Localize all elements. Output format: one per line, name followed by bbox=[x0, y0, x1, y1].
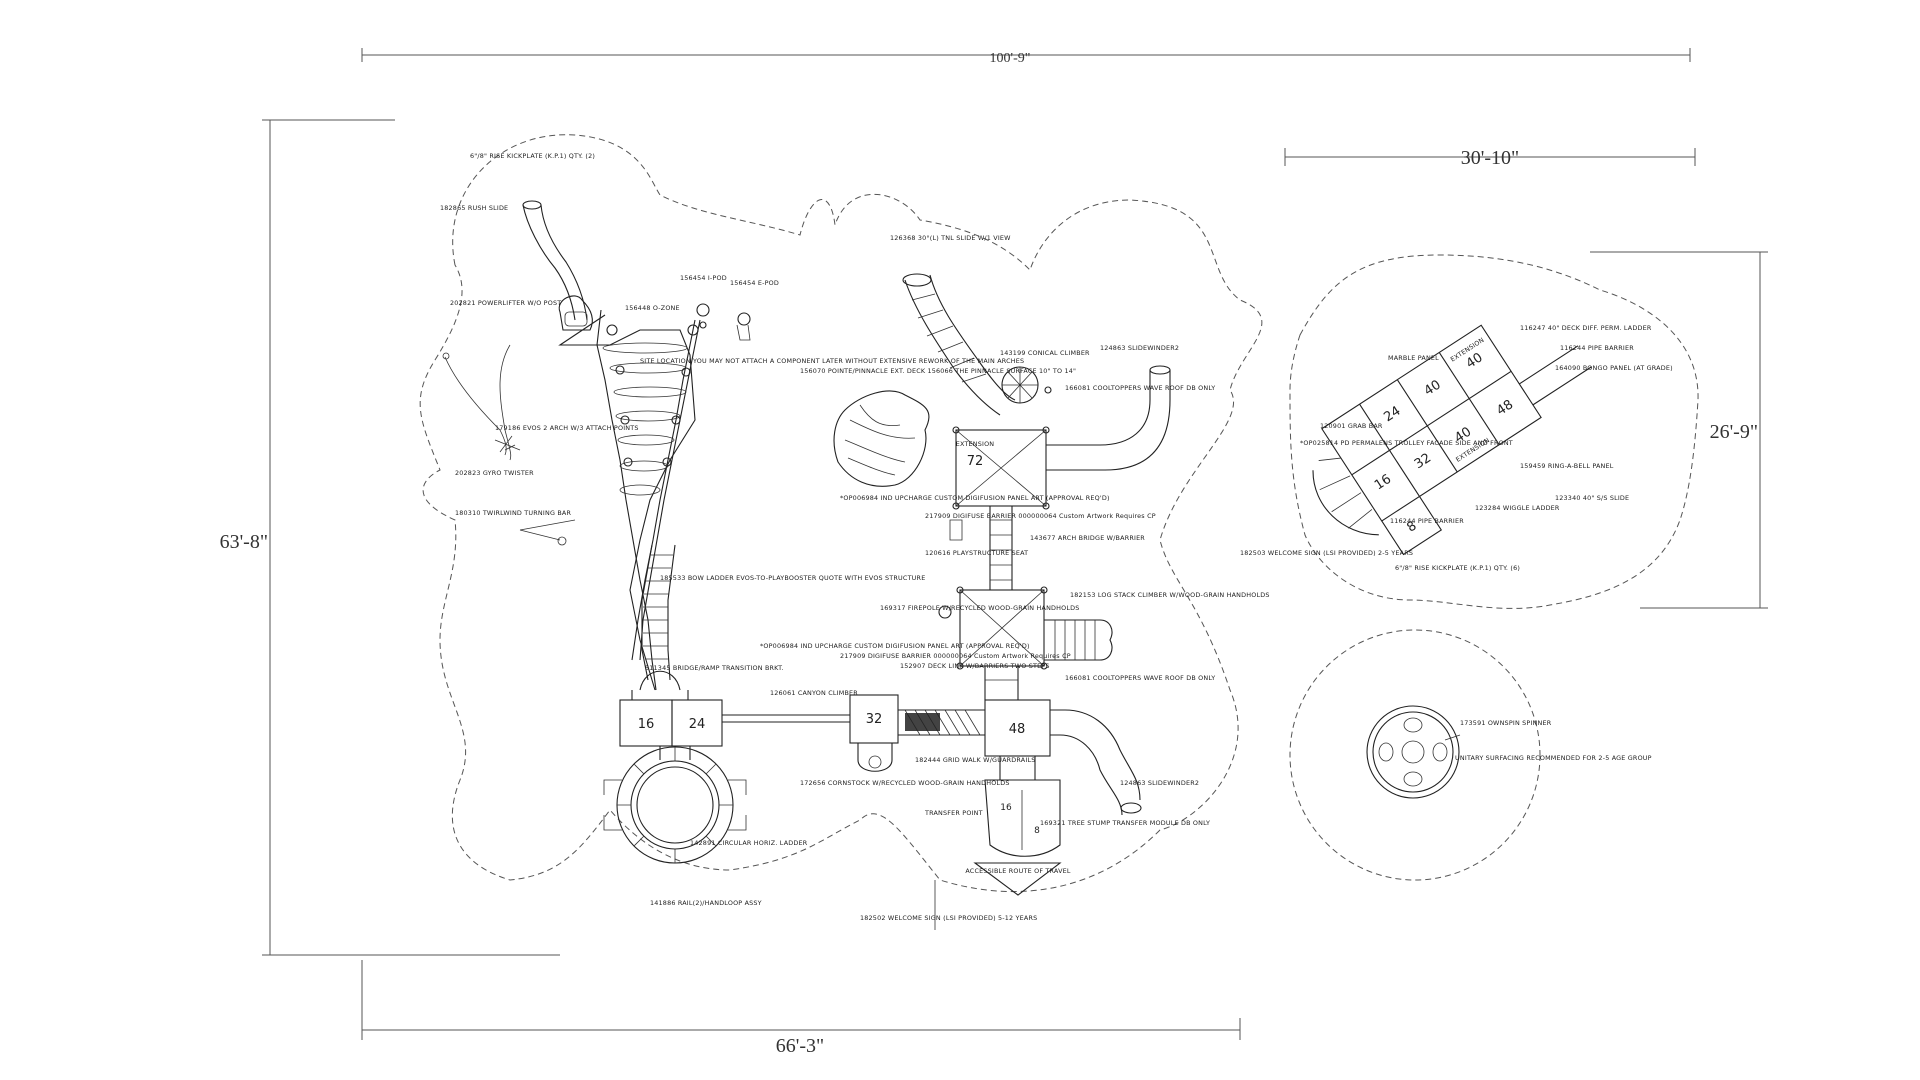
label-ind-upcharge-a: *OP006984 IND UPCHARGE CUSTOM DIGIFUSION… bbox=[840, 494, 1110, 502]
label-kickplate-top: 6"/8" RISE KICKPLATE (K.P.1) QTY. (2) bbox=[470, 152, 595, 160]
deck-16-left: 16 bbox=[638, 717, 655, 732]
label-grid-walk: 182444 GRID WALK W/GUARDRAILS bbox=[915, 756, 1035, 764]
dim-right-height: 26'-9" bbox=[1710, 421, 1758, 443]
label-circular: 142891 CIRCULAR HORIZ. LADDER bbox=[690, 839, 808, 847]
pinnacle-climber bbox=[833, 390, 930, 487]
label-ind-upcharge-b: *OP006984 IND UPCHARGE CUSTOM DIGIFUSION… bbox=[760, 642, 1030, 650]
label-unitary: UNITARY SURFACING RECOMMENDED FOR 2-5 AG… bbox=[1455, 754, 1652, 762]
label-grab-bar: 120901 GRAB BAR bbox=[1320, 422, 1383, 430]
accessible-route-label: ACCESSIBLE ROUTE OF TRAVEL bbox=[965, 867, 1071, 875]
label-gyro-twister: 202823 GYRO TWISTER bbox=[455, 469, 534, 477]
deck-r48: 48 bbox=[1494, 397, 1516, 419]
spinner-use-zone bbox=[1289, 629, 1541, 881]
deck-r32: 32 bbox=[1412, 451, 1434, 473]
label-epod: 156454 E-POD bbox=[730, 279, 779, 287]
label-ring-a-bell: 159459 RING-A-BELL PANEL bbox=[1520, 462, 1614, 470]
dimension-lines: 100'-9" 63'-8" 66'-3" 30'-10" 26'-9" bbox=[220, 48, 1768, 1057]
deck-8-low: 8 bbox=[1034, 826, 1040, 836]
callout-labels: 6"/8" RISE KICKPLATE (K.P.1) QTY. (2) 18… bbox=[440, 152, 1673, 922]
ladder-rungs bbox=[602, 342, 688, 496]
label-cornstock: 172656 CORNSTOCK W/RECYCLED WOOD-GRAIN H… bbox=[800, 779, 1010, 787]
label-twirlwind: 180310 TWIRLWIND TURNING BAR bbox=[455, 509, 571, 517]
label-wiggle-ladder: 123284 WIGGLE LADDER bbox=[1475, 504, 1560, 512]
dim-overall-width: 100'-9" bbox=[990, 51, 1031, 66]
deck-24-left: 24 bbox=[689, 717, 706, 732]
label-deck-link: 152907 DECK LINK W/BARRIERS TWO STEPS bbox=[900, 662, 1050, 670]
dim-right-width: 30'-10" bbox=[1461, 147, 1519, 169]
label-slidewinder-bot: 124863 SLIDEWINDER2 bbox=[1120, 779, 1199, 787]
dim-lower-width: 66'-3" bbox=[776, 1035, 824, 1057]
main-use-zone bbox=[419, 134, 1263, 893]
bow-ladder-rungs bbox=[643, 554, 673, 660]
center-structure: 72 EXTENSION 48 32 bbox=[833, 273, 1171, 896]
label-arch-bridge: 143677 ARCH BRIDGE W/BARRIER bbox=[1030, 534, 1145, 542]
label-kickplate-right: 6"/8" RISE KICKPLATE (K.P.1) QTY. (6) bbox=[1395, 564, 1520, 572]
dim-overall-height: 63'-8" bbox=[220, 531, 268, 553]
label-tree-stump: 169321 TREE STUMP TRANSFER MODULE DB ONL… bbox=[1040, 819, 1210, 827]
label-playstructure-seat: 120616 PLAYSTRUCTURE SEAT bbox=[925, 549, 1028, 557]
label-conical: 143199 CONICAL CLIMBER bbox=[1000, 349, 1090, 357]
label-site-note: SITE LOCATION YOU MAY NOT ATTACH A COMPO… bbox=[640, 357, 1024, 365]
label-marble-panel: MARBLE PANEL bbox=[1388, 354, 1439, 362]
label-bow-ladder: 185533 BOW LADDER EVOS-TO-PLAYBOOSTER QU… bbox=[660, 574, 925, 582]
label-bongo-panel: 164090 BONGO PANEL (AT GRADE) bbox=[1555, 364, 1673, 372]
label-tnl-slide: 126368 30°(L) TNL SLIDE W/1 VIEW bbox=[890, 234, 1011, 242]
label-cooltoppers-top: 166081 COOLTOPPERS WAVE ROOF DB ONLY bbox=[1065, 384, 1215, 392]
label-log-stack: 182153 LOG STACK CLIMBER W/WOOD-GRAIN HA… bbox=[1070, 591, 1270, 599]
label-pd-permalens: *OP025814 PD PERMALENS TROLLEY FACADE SI… bbox=[1300, 439, 1513, 447]
right-use-zone bbox=[1289, 254, 1699, 609]
label-welcome-right: 182503 WELCOME SIGN (LSI PROVIDED) 2-5 Y… bbox=[1240, 549, 1413, 557]
ownspin-spinner bbox=[1366, 705, 1460, 799]
label-digifuse-b: 217909 DIGIFUSE BARRIER 000000064 Custom… bbox=[840, 652, 1071, 660]
deck-r16: 16 bbox=[1372, 472, 1394, 494]
deck-48: 48 bbox=[1009, 722, 1026, 737]
label-welcome-left: 182502 WELCOME SIGN (LSI PROVIDED) 5-12 … bbox=[860, 914, 1037, 922]
label-rush-slide: 182865 RUSH SLIDE bbox=[440, 204, 508, 212]
deck-32: 32 bbox=[866, 712, 883, 727]
label-transfer-point: TRANSFER POINT bbox=[924, 809, 983, 817]
label-cooltoppers-mid: 166081 COOLTOPPERS WAVE ROOF DB ONLY bbox=[1065, 674, 1215, 682]
label-ozone: 156448 O-ZONE bbox=[625, 304, 680, 312]
label-bridge-ramp: 511345 BRIDGE/RAMP TRANSITION BRKT. bbox=[645, 664, 784, 672]
use-zones bbox=[419, 134, 1699, 893]
label-slidewinder-top: 124863 SLIDEWINDER2 bbox=[1100, 344, 1179, 352]
deck-16-low: 16 bbox=[1000, 803, 1012, 813]
label-powerlifter: 202821 POWERLIFTER W/O POST bbox=[450, 299, 561, 307]
leader-lines bbox=[519, 519, 1461, 930]
extension-72-label: EXTENSION bbox=[956, 440, 995, 448]
label-ipod: 156454 I-POD bbox=[680, 274, 727, 282]
label-digifuse-a: 217909 DIGIFUSE BARRIER 000000064 Custom… bbox=[925, 512, 1156, 520]
deck-72: 72 bbox=[967, 454, 984, 469]
label-evos-arch: 179186 EVOS 2 ARCH W/3 ATTACH POINTS bbox=[495, 424, 639, 432]
evos-structure: 16 24 bbox=[442, 200, 850, 864]
label-rail-handloop: 141886 RAIL(2)/HANDLOOP ASSY bbox=[650, 899, 762, 907]
label-firepole: 169317 FIREPOLE W/RECYCLED WOOD-GRAIN HA… bbox=[880, 604, 1080, 612]
label-ownspin: 173591 OWNSPIN SPINNER bbox=[1460, 719, 1552, 727]
label-deck-diff: 116247 40" DECK DIFF. PERM. LADDER bbox=[1520, 324, 1652, 332]
label-s-s-slide: 123340 40" S/S SLIDE bbox=[1555, 494, 1629, 502]
label-pipe-barrier-bot: 116244 PIPE BARRIER bbox=[1390, 517, 1464, 525]
label-pointe: 156070 POINTE/PINNACLE EXT. DECK 156066 … bbox=[800, 367, 1076, 375]
deck-r24: 24 bbox=[1381, 404, 1403, 426]
label-pipe-barrier-top: 116244 PIPE BARRIER bbox=[1560, 344, 1634, 352]
deck-r40-mid: 40 bbox=[1422, 377, 1444, 399]
label-canyon: 126061 CANYON CLIMBER bbox=[770, 689, 858, 697]
